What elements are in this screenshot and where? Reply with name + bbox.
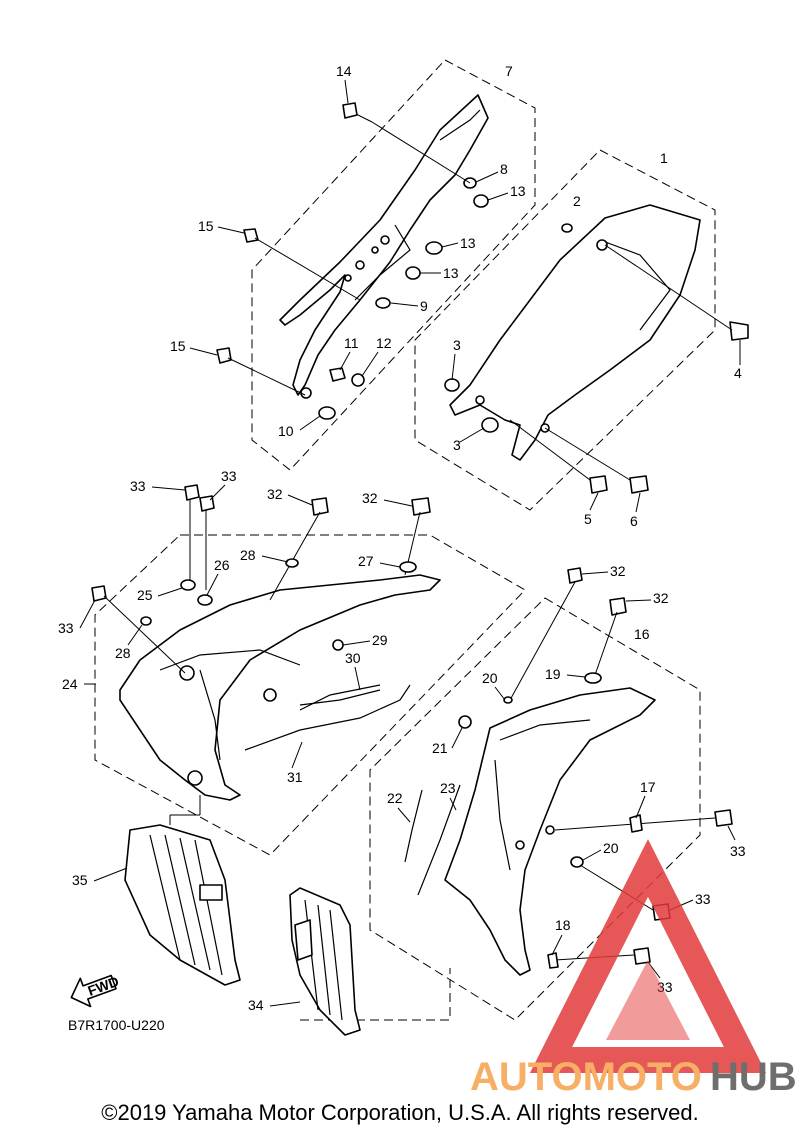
callout-30: 30 [345,650,361,666]
callout-34: 34 [248,997,264,1013]
callout-5: 5 [584,511,592,527]
callout-25: 25 [137,587,153,603]
callout-2: 2 [573,193,581,209]
callout-32-c: 32 [610,563,626,579]
diagram-code: B7R1700-U220 [68,1017,165,1033]
callout-26: 26 [214,557,230,573]
callout-17: 17 [640,779,656,795]
callout-labels: 14 7 8 13 1 2 15 13 13 9 15 11 12 3 4 10… [58,63,746,1033]
callout-32-a: 32 [267,486,283,502]
callout-8: 8 [500,161,508,177]
callout-32-b: 32 [362,490,378,506]
callout-20-a: 20 [482,670,498,686]
callout-12: 12 [376,335,392,351]
part-7-side-cover-bracket [279,94,489,399]
callout-33-b: 33 [221,468,237,484]
callout-14: 14 [336,63,352,79]
callout-32-d: 32 [653,590,669,606]
part-24-shroud-left [91,484,441,801]
fwd-label: FWD [86,973,121,999]
part-16-shroud-right [404,567,733,976]
copyright-notice: ©2019 Yamaha Motor Corporation, U.S.A. A… [101,1100,699,1125]
part-1-side-cover [444,204,749,494]
watermark-word-hub: HUB [710,1055,797,1099]
callout-15-a: 15 [198,218,214,234]
callout-31: 31 [287,769,303,785]
callout-22: 22 [387,790,403,806]
hardware-group-7 [216,102,489,420]
callout-3-a: 3 [453,337,461,353]
callout-16: 16 [634,626,650,642]
automotohub-watermark-logo: AUTOMOTO HUB [470,839,797,1099]
callout-9: 9 [420,298,428,314]
group-outline-7 [251,59,536,471]
callout-3-b: 3 [453,437,461,453]
callout-27: 27 [358,553,374,569]
watermark-word-automoto: AUTOMOTO [470,1055,702,1099]
callout-33-e: 33 [695,891,711,907]
callout-23: 23 [440,780,456,796]
callout-1: 1 [660,150,668,166]
callout-13-b: 13 [460,235,476,251]
callout-28-b: 28 [115,645,131,661]
callout-24: 24 [62,676,78,692]
callout-4: 4 [734,365,742,381]
group-outline-1 [414,149,716,511]
callout-13-c: 13 [443,265,459,281]
callout-28-a: 28 [240,547,256,563]
callout-29: 29 [372,632,388,648]
callout-15-b: 15 [170,338,186,354]
callout-13-a: 13 [510,183,526,199]
callout-19: 19 [545,666,561,682]
callout-33-a: 33 [130,478,146,494]
callout-18: 18 [555,917,571,933]
callout-11: 11 [344,335,359,351]
callout-6: 6 [630,513,638,529]
callout-7: 7 [505,63,513,79]
callout-33-d: 33 [730,843,746,859]
callout-35: 35 [72,872,88,888]
callout-33-c: 33 [58,620,74,636]
callout-10: 10 [278,423,294,439]
group-outline-16 [369,597,701,1021]
part-34-radiator-guard [289,887,361,1036]
part-35-radiator-guard [124,795,241,986]
fwd-arrow-icon: FWD [70,973,121,1008]
group-outline-24 [94,534,526,856]
callout-20-b: 20 [603,840,619,856]
callout-21: 21 [432,740,448,756]
